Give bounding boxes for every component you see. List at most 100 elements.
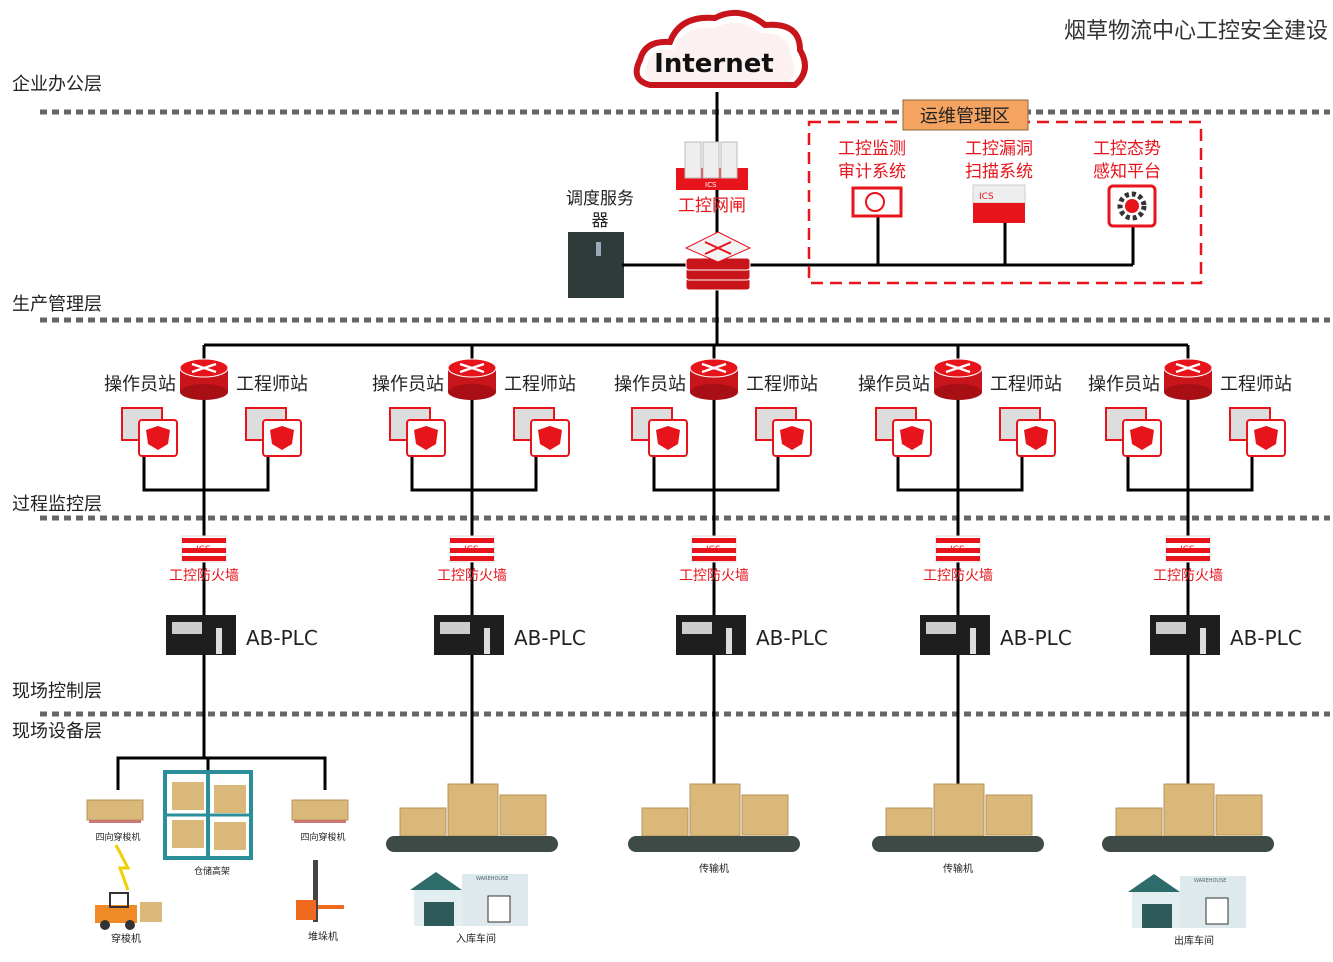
layer-label: 现场设备层 — [12, 721, 102, 742]
gateway-pillar — [684, 141, 702, 179]
cargo-box — [140, 902, 162, 922]
router-arrows — [945, 362, 971, 374]
core-switch-icon — [684, 231, 752, 291]
truck-icon — [487, 895, 511, 923]
wheel — [100, 920, 110, 930]
cargo-box — [447, 783, 499, 837]
plc-label: AB-PLC — [246, 626, 318, 650]
engineer-station-label: 工程师站 — [236, 374, 308, 395]
ics-firewall-icon: ICS — [181, 535, 227, 563]
workstation-icon — [755, 407, 812, 457]
shield-icon — [1130, 426, 1154, 450]
plc-icon — [920, 615, 990, 655]
plc-label: AB-PLC — [1000, 626, 1072, 650]
plc-body — [434, 615, 504, 655]
server-body — [568, 232, 624, 298]
firewall-label: 工控防火墙 — [1153, 568, 1223, 584]
cargo-box — [641, 807, 689, 837]
firewall-band — [450, 538, 494, 543]
scan-base — [973, 203, 1025, 223]
station-link — [652, 455, 780, 492]
warehouse-icon: WAREHOUSE — [1128, 874, 1246, 928]
switch-arrows — [704, 241, 732, 255]
plc-module — [926, 622, 956, 634]
cargo-box — [214, 785, 246, 813]
conveyor-belt — [1102, 836, 1274, 852]
ops-system-label: 工控态势 — [1093, 139, 1161, 159]
workstation-icon — [1105, 407, 1162, 457]
firewall-band — [450, 548, 494, 553]
gateway-label: 工控网闸 — [678, 196, 746, 216]
cargo-box — [399, 807, 447, 837]
server-label-2: 器 — [592, 211, 609, 231]
cloud-fill — [645, 22, 795, 83]
ops-system-label: 工控漏洞 — [965, 139, 1033, 159]
truck-icon — [1205, 897, 1229, 925]
vuln-scan-icon: ICS — [972, 184, 1026, 223]
conveyor-with-boxes — [1102, 783, 1274, 852]
workstation-icon — [631, 407, 688, 457]
workstation-icon — [513, 407, 570, 457]
router-arrows — [459, 362, 485, 374]
plc-slot — [1200, 628, 1206, 654]
diagram-title: 烟草物流中心工控安全建设 — [1064, 19, 1328, 44]
workstation-icon — [875, 407, 932, 457]
shuttle-pallet — [294, 820, 346, 823]
magnifier — [865, 192, 885, 212]
dispatch-server-icon — [568, 232, 624, 298]
station-link — [410, 455, 538, 492]
cargo-box — [214, 822, 246, 850]
firewall-band — [450, 556, 494, 561]
firewall-band — [182, 556, 226, 561]
plc-label: AB-PLC — [756, 626, 828, 650]
ics-firewall-icon: ICS — [691, 535, 737, 563]
ics-tag: ICS — [705, 181, 717, 189]
layer-label: 生产管理层 — [12, 294, 102, 315]
shield-icon — [780, 426, 804, 450]
plc-icon — [1150, 615, 1220, 655]
plc-module — [682, 622, 712, 634]
cargo-box — [985, 794, 1033, 836]
ics-tag: ICS — [979, 192, 994, 202]
shuttle-car-icon — [95, 892, 162, 930]
warehouse-icon: WAREHOUSE — [410, 872, 528, 926]
audit-magnifier-icon — [851, 186, 903, 218]
router-icon — [689, 358, 739, 400]
shuttle-car-label: 穿梭机 — [111, 932, 141, 945]
warehouse-roof — [410, 872, 462, 890]
ops-system-label: 扫描系统 — [965, 162, 1033, 182]
engineer-station-label: 工程师站 — [1220, 374, 1292, 395]
plc-body — [920, 615, 990, 655]
ops-system-label: 工控监测 — [838, 139, 906, 159]
station-link — [1126, 455, 1254, 492]
firewall-band — [1166, 556, 1210, 561]
shield-icon — [656, 426, 680, 450]
shuttle-boxes — [86, 799, 144, 821]
shuttle-label: 四向穿梭机 — [300, 831, 345, 843]
ics-tag: ICS — [950, 545, 965, 555]
shield-icon — [1254, 426, 1278, 450]
wireless-bolt-icon — [114, 844, 131, 891]
firewall-band — [1166, 538, 1210, 543]
device-label: 传输机 — [943, 862, 973, 875]
wheel — [125, 920, 135, 930]
cargo-box — [1115, 807, 1163, 837]
plc-module — [172, 622, 202, 634]
rack-label: 仓储高架 — [194, 865, 230, 877]
firewall-band — [692, 556, 736, 561]
field-bus — [116, 756, 327, 790]
operator-station-label: 操作员站 — [1088, 374, 1160, 395]
ics-firewall-icon: ICS — [935, 535, 981, 563]
ops-system-label: 感知平台 — [1093, 162, 1161, 182]
internet-cloud-icon: Internet — [633, 9, 808, 88]
layer-label: 现场控制层 — [12, 681, 102, 702]
ics-gateway-icon: ICS — [676, 141, 748, 190]
cargo-box — [1215, 794, 1263, 836]
station-link — [142, 455, 270, 492]
conveyor-belt — [872, 836, 1044, 852]
cargo-box — [933, 783, 985, 837]
device-label: 入库车间 — [456, 932, 496, 945]
plc-body — [166, 615, 236, 655]
stacker-label: 堆垛机 — [308, 930, 338, 943]
plc-icon — [676, 615, 746, 655]
